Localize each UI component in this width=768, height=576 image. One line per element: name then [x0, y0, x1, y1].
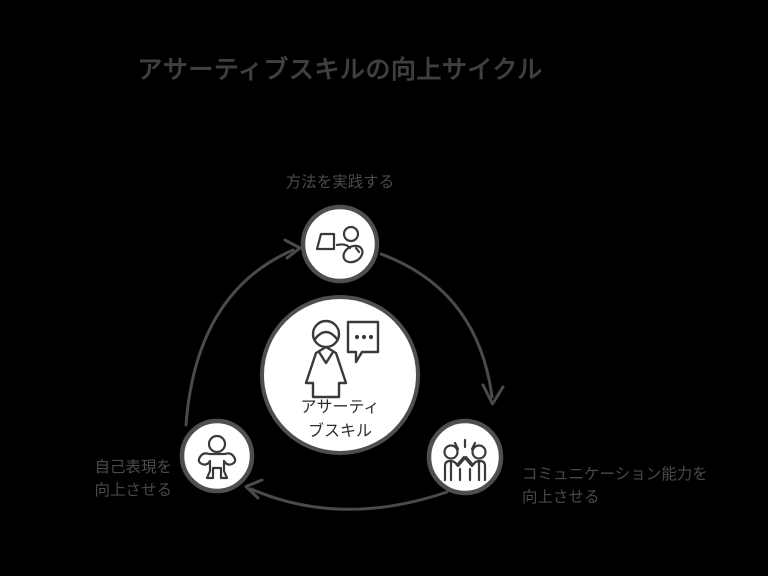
node-label-improve-communication-line2: 向上させる — [522, 488, 600, 506]
laptop-person-icon — [315, 225, 364, 264]
hub-label-line2: ブスキル — [308, 421, 372, 440]
hub-node[interactable]: アサーティ ブスキル — [260, 295, 420, 455]
node-circle-improve-self-expression — [179, 418, 255, 494]
page-title: アサーティブスキルの向上サイクル — [137, 55, 542, 84]
person-speech-bubble-icon — [304, 319, 380, 399]
node-label-improve-communication-line1: コミュニケーション能力を — [522, 465, 708, 483]
person-arms-raised-icon — [197, 434, 237, 480]
hub-label-line1: アサーティ — [300, 399, 379, 416]
node-label-practice-method: 方法を実践する — [286, 173, 395, 191]
node-label-improve-self-expression-line2: 向上させる — [94, 481, 172, 499]
arrow-top-to-right — [379, 252, 505, 406]
node-improve-self-expression[interactable]: 自己表現を 向上させる — [94, 418, 255, 499]
node-practice-method[interactable]: 方法を実践する — [286, 173, 395, 284]
node-label-improve-self-expression-line1: 自己表現を — [94, 458, 172, 476]
arrow-left-to-top — [184, 238, 302, 427]
arrow-right-to-left — [244, 478, 449, 511]
node-improve-communication[interactable]: コミュニケーション能力を 向上させる — [426, 418, 708, 506]
two-people-highfive-icon — [443, 438, 487, 482]
